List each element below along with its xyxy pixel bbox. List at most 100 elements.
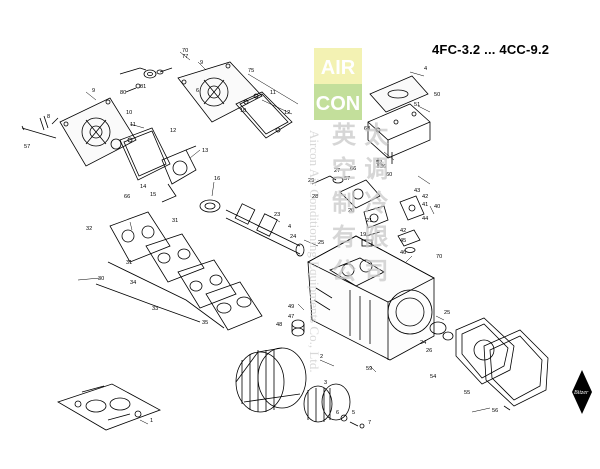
part-label: 10 <box>240 108 246 114</box>
part-label: 13 <box>202 148 208 154</box>
part-label: 31 <box>172 218 178 224</box>
cylinder-head-left <box>51 97 171 181</box>
part-label: 14 <box>140 184 146 190</box>
part-label: 5 <box>352 410 355 416</box>
valve-block-right <box>397 195 425 253</box>
part-label: 4 <box>288 224 291 230</box>
part-label: 75 <box>248 68 254 74</box>
part-label: 35 <box>202 320 208 326</box>
cylinder-head-top <box>177 61 293 139</box>
part-label: 27 <box>334 168 340 174</box>
watermark-english: Aircon Air Conditioning Equipments Co., … <box>307 130 322 373</box>
part-label: 55 <box>464 390 470 396</box>
part-label: 33 <box>152 306 158 312</box>
part-label: 16 <box>214 176 220 182</box>
screw-group-80-81 <box>119 67 173 93</box>
part-label: 42 <box>400 228 406 234</box>
part-label: 15 <box>150 192 156 198</box>
motor-rotor <box>303 383 351 423</box>
part-label: 60 <box>386 172 392 178</box>
part-label: 2 <box>320 354 323 360</box>
part-label: 80 <box>120 90 126 96</box>
bearing-47-48 <box>291 319 305 337</box>
part-label: 25 <box>318 240 324 246</box>
gasket-set <box>57 383 161 431</box>
part-label: 57 <box>344 176 350 182</box>
part-label: 6 <box>196 88 199 94</box>
part-number-labels: 70 77 9 75 80 81 6 10 11 12 8 9 57 10 11… <box>24 48 498 426</box>
part-label: 31 <box>126 260 132 266</box>
aircon-logo: AIR CON <box>314 48 362 120</box>
part-label: 43 <box>414 188 420 194</box>
bitzer-logo-text: Bitzer <box>574 390 589 396</box>
part-label: 45 <box>400 238 406 244</box>
oil-pump <box>161 145 197 203</box>
part-label: 19 <box>360 232 366 238</box>
part-label: 21 <box>366 218 372 224</box>
part-label: 32 <box>86 226 92 232</box>
part-label: 1 <box>150 418 153 424</box>
bolt-57 <box>21 115 57 139</box>
part-label: 25 <box>444 310 450 316</box>
part-label: 36 <box>380 164 386 170</box>
screws-bottom <box>340 414 365 429</box>
part-label: 70 <box>182 48 188 54</box>
part-label: 34 <box>130 280 136 286</box>
logo-con-text: CON <box>316 93 360 115</box>
part-label: 26 <box>426 348 432 354</box>
part-label: 57 <box>24 144 30 150</box>
watermark-chinese: 英 太 空 调 制 冷 有 限 公 司 <box>332 121 389 285</box>
motor-stator <box>235 347 307 413</box>
part-label: 3 <box>324 380 327 386</box>
bitzer-logo: Bitzer <box>572 370 592 414</box>
part-label: 46 <box>400 250 406 256</box>
part-label: 24 <box>420 340 426 346</box>
part-label: 66 <box>124 194 130 200</box>
part-label: 63 <box>364 126 370 132</box>
part-label: 48 <box>276 322 282 328</box>
valve-plates-left <box>95 211 263 331</box>
part-label: 51 <box>414 102 420 108</box>
part-label: 59 <box>366 366 372 372</box>
part-label: 70 <box>436 254 442 260</box>
part-label: 52 <box>376 160 382 166</box>
part-label: 44 <box>422 216 428 222</box>
part-label: 54 <box>430 374 436 380</box>
part-label: 9 <box>92 88 95 94</box>
part-label: 12 <box>170 128 176 134</box>
part-label: 49 <box>288 304 294 310</box>
valve-block-top <box>311 175 389 247</box>
part-label: 66 <box>350 166 356 172</box>
part-label: 20 <box>348 208 354 214</box>
part-label: 12 <box>284 110 290 116</box>
crankcase <box>307 235 435 361</box>
leader-lines <box>77 51 491 425</box>
part-label: 10 <box>126 110 132 116</box>
end-cover-gaskets <box>429 317 549 411</box>
bearing-16 <box>199 199 221 213</box>
part-label: 23 <box>274 212 280 218</box>
part-label: 50 <box>434 92 440 98</box>
part-label: 41 <box>422 202 428 208</box>
part-label: 42 <box>422 194 428 200</box>
part-label: 47 <box>288 314 294 320</box>
part-label: 30 <box>98 276 104 282</box>
model-range-title: 4FC-3.2 ... 4CC-9.2 <box>432 42 550 57</box>
part-label: 7 <box>368 420 371 426</box>
part-label: 77 <box>182 54 188 60</box>
logo-air-text: AIR <box>321 57 356 79</box>
part-label: 29 <box>308 178 314 184</box>
part-label: 11 <box>130 122 136 128</box>
part-label: 56 <box>492 408 498 414</box>
part-label: 11 <box>270 90 276 96</box>
terminal-box <box>367 75 431 168</box>
part-label: 8 <box>47 114 50 120</box>
part-label: 81 <box>140 84 146 90</box>
part-label: 9 <box>200 60 203 66</box>
part-label: 6 <box>336 410 339 416</box>
part-label: 4 <box>424 66 427 72</box>
part-label: 24 <box>290 234 296 240</box>
part-label: 28 <box>312 194 318 200</box>
